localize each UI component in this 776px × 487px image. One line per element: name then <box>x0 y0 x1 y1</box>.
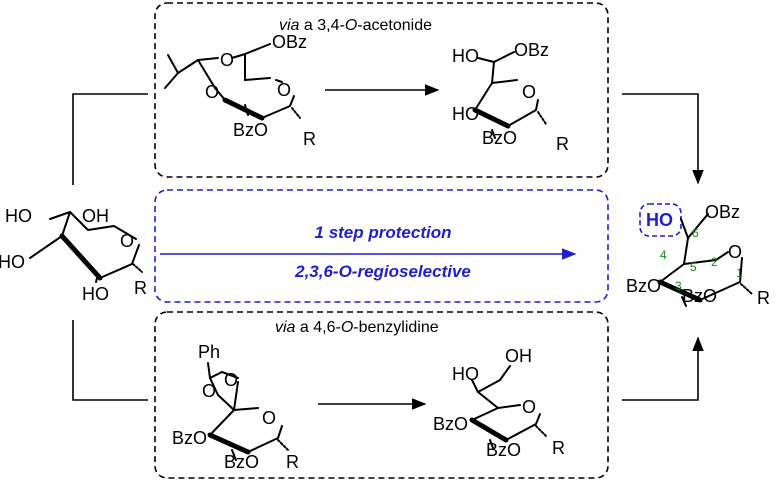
svg-text:R: R <box>134 278 147 298</box>
svg-text:3: 3 <box>675 279 682 293</box>
svg-text:Ph: Ph <box>198 342 220 362</box>
svg-text:BzO: BzO <box>626 276 661 296</box>
svg-text:BzO: BzO <box>233 120 268 140</box>
svg-text:O: O <box>262 408 276 428</box>
svg-text:HO: HO <box>452 364 479 384</box>
svg-text:O: O <box>120 231 134 251</box>
bottom-route-caption: via a 4,6-O-benzylidine <box>275 319 439 336</box>
svg-text:BzO: BzO <box>482 128 517 148</box>
center-label-2: 2,3,6-O-regioselective <box>294 262 471 281</box>
svg-text:HO: HO <box>452 104 479 124</box>
svg-text:O: O <box>202 381 216 401</box>
svg-text:1: 1 <box>736 266 743 280</box>
svg-text:BzO: BzO <box>486 440 521 460</box>
svg-text:OH: OH <box>505 346 532 366</box>
connector-bottom-right <box>622 336 704 401</box>
diol-4-6-intermediate: HO OH O BzO BzO R <box>433 346 565 460</box>
acetonide-intermediate: O O OBz O BzO R <box>164 32 316 149</box>
svg-text:HO: HO <box>82 284 109 304</box>
svg-text:HO: HO <box>0 252 25 272</box>
svg-text:OBz: OBz <box>514 40 549 60</box>
svg-text:O: O <box>220 50 234 70</box>
svg-text:BzO: BzO <box>172 428 207 448</box>
svg-text:BzO: BzO <box>224 452 259 472</box>
product-2-3-6-tribenzoate: HO OBz O BzO BzO R 6 4 5 2 1 3 <box>626 202 770 308</box>
svg-text:HO: HO <box>5 206 32 226</box>
benzylidene-intermediate: Ph O O O BzO BzO R <box>172 342 299 472</box>
connector-bottom-left <box>72 320 148 401</box>
svg-text:6: 6 <box>692 226 699 240</box>
svg-text:R: R <box>556 134 569 154</box>
diol-intermediate: HO OBz HO O BzO R <box>452 40 569 154</box>
svg-text:HO: HO <box>646 210 673 230</box>
svg-text:R: R <box>757 288 770 308</box>
top-route-box <box>154 2 609 178</box>
connector-top-right <box>622 93 704 185</box>
bottom-route-box <box>154 311 609 479</box>
center-label-1: 1 step protection <box>315 223 452 242</box>
svg-text:R: R <box>303 129 316 149</box>
svg-text:O: O <box>522 397 536 417</box>
svg-text:2: 2 <box>711 255 718 269</box>
svg-text:O: O <box>277 80 291 100</box>
svg-text:BzO: BzO <box>433 414 468 434</box>
svg-text:BzO: BzO <box>682 286 717 306</box>
starting-galactoside: HO OH O HO HO R <box>0 206 147 304</box>
svg-text:O: O <box>728 242 742 262</box>
connector-top-left <box>72 93 148 185</box>
svg-text:R: R <box>286 452 299 472</box>
svg-text:O: O <box>522 82 536 102</box>
svg-text:OBz: OBz <box>705 202 740 222</box>
svg-text:5: 5 <box>690 260 697 274</box>
svg-text:R: R <box>552 438 565 458</box>
svg-text:O: O <box>205 82 219 102</box>
svg-text:HO: HO <box>452 46 479 66</box>
center-route-box <box>154 189 609 303</box>
svg-text:OBz: OBz <box>272 32 307 52</box>
svg-text:O: O <box>224 370 238 390</box>
svg-text:4: 4 <box>660 248 667 262</box>
top-route-caption: via a 3,4-O-acetonide <box>279 17 432 34</box>
svg-text:OH: OH <box>82 206 109 226</box>
